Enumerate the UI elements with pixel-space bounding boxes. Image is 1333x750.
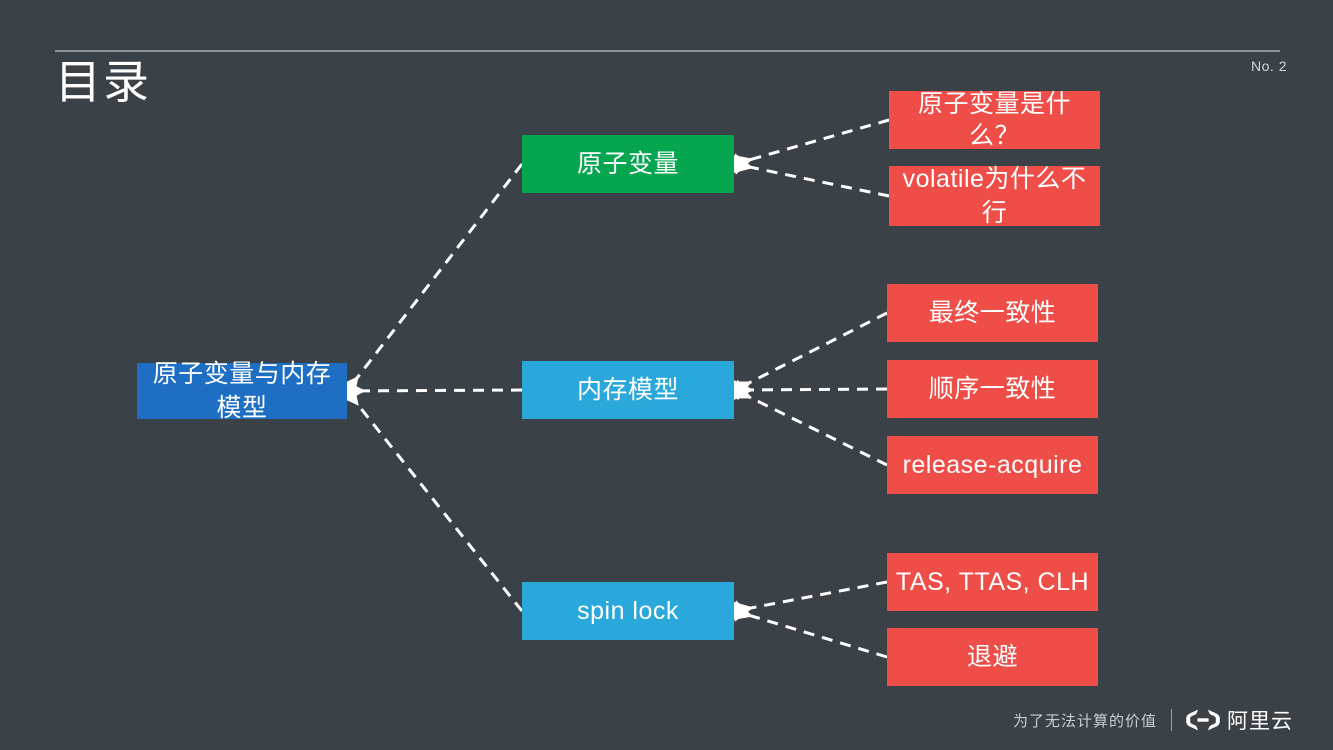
node-branch-atomic[interactable]: 原子变量 [522,135,734,193]
connector-atomic-to-what-is-atomic [730,118,890,175]
connector-memory-to-sequential [732,379,888,401]
page-number: No. 2 [1251,58,1287,74]
node-leaf-sequential-consistency[interactable]: 顺序一致性 [887,360,1098,418]
page-title: 目录 [55,56,151,108]
node-root[interactable]: 原子变量与内存模型 [137,360,347,422]
brand-lockup: 阿里云 [1186,705,1293,735]
connector-spinlock-to-tas [730,580,888,622]
node-branch-memory-model[interactable]: 内存模型 [522,361,734,419]
title-divider [55,50,1280,52]
footer: 为了无法计算的价值 阿里云 [1013,705,1293,735]
node-leaf-what-is-atomic[interactable]: 原子变量是什么？ [889,90,1100,150]
connector-root-to-spin-lock [337,382,524,612]
node-leaf-backoff[interactable]: 退避 [887,628,1098,686]
brand-name: 阿里云 [1227,710,1293,733]
footer-divider [1171,709,1172,731]
connector-memory-to-eventual [728,311,888,401]
connector-root-to-memory-model [344,380,523,402]
node-leaf-tas-ttas-clh[interactable]: TAS, TTAS, CLH [887,553,1098,611]
node-leaf-release-acquire[interactable]: release-acquire [887,436,1098,494]
connector-memory-to-release-acquire [728,379,888,467]
node-leaf-eventual-consistency[interactable]: 最终一致性 [887,284,1098,342]
connector-root-to-atomic [337,163,524,400]
connector-spinlock-to-backoff [729,600,888,659]
node-branch-spin-lock[interactable]: spin lock [522,582,734,640]
footer-slogan: 为了无法计算的价值 [1012,712,1157,730]
alibaba-cloud-logo-icon [1186,709,1220,731]
node-leaf-volatile[interactable]: volatile为什么不行 [889,165,1100,227]
connector-atomic-to-volatile [730,153,890,198]
